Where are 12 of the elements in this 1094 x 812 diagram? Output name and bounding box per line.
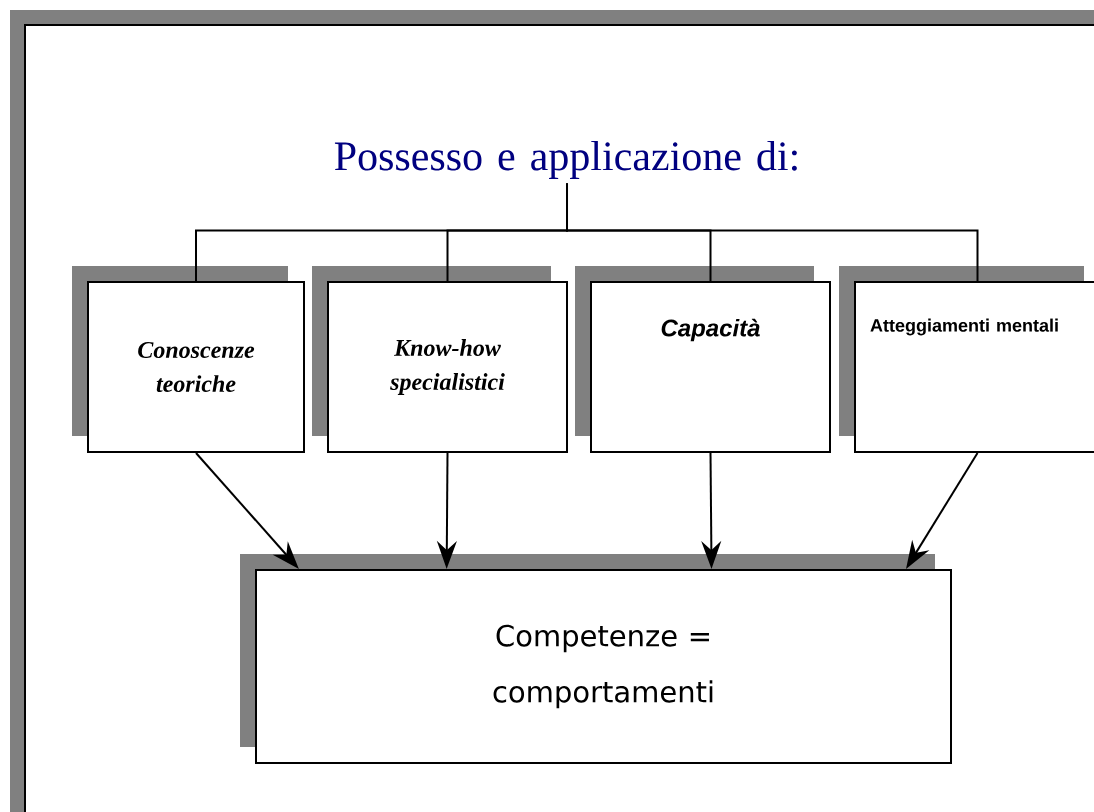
box-label: Competenze = comportamenti bbox=[493, 624, 713, 709]
concept-box bbox=[854, 281, 1094, 453]
box-label: Conoscenze teoriche bbox=[138, 341, 255, 393]
box-label: Capacità bbox=[661, 318, 760, 342]
connector-line bbox=[566, 182, 979, 282]
concept-box bbox=[327, 281, 568, 453]
box-label: Atteggiamenti mentali bbox=[870, 318, 1058, 336]
box-label: Know-how specialistici bbox=[390, 339, 505, 395]
concept-box bbox=[87, 281, 305, 453]
result-box bbox=[255, 569, 952, 764]
concept-box bbox=[590, 281, 831, 453]
title-text: Possesso e applicazione di: bbox=[334, 140, 797, 180]
